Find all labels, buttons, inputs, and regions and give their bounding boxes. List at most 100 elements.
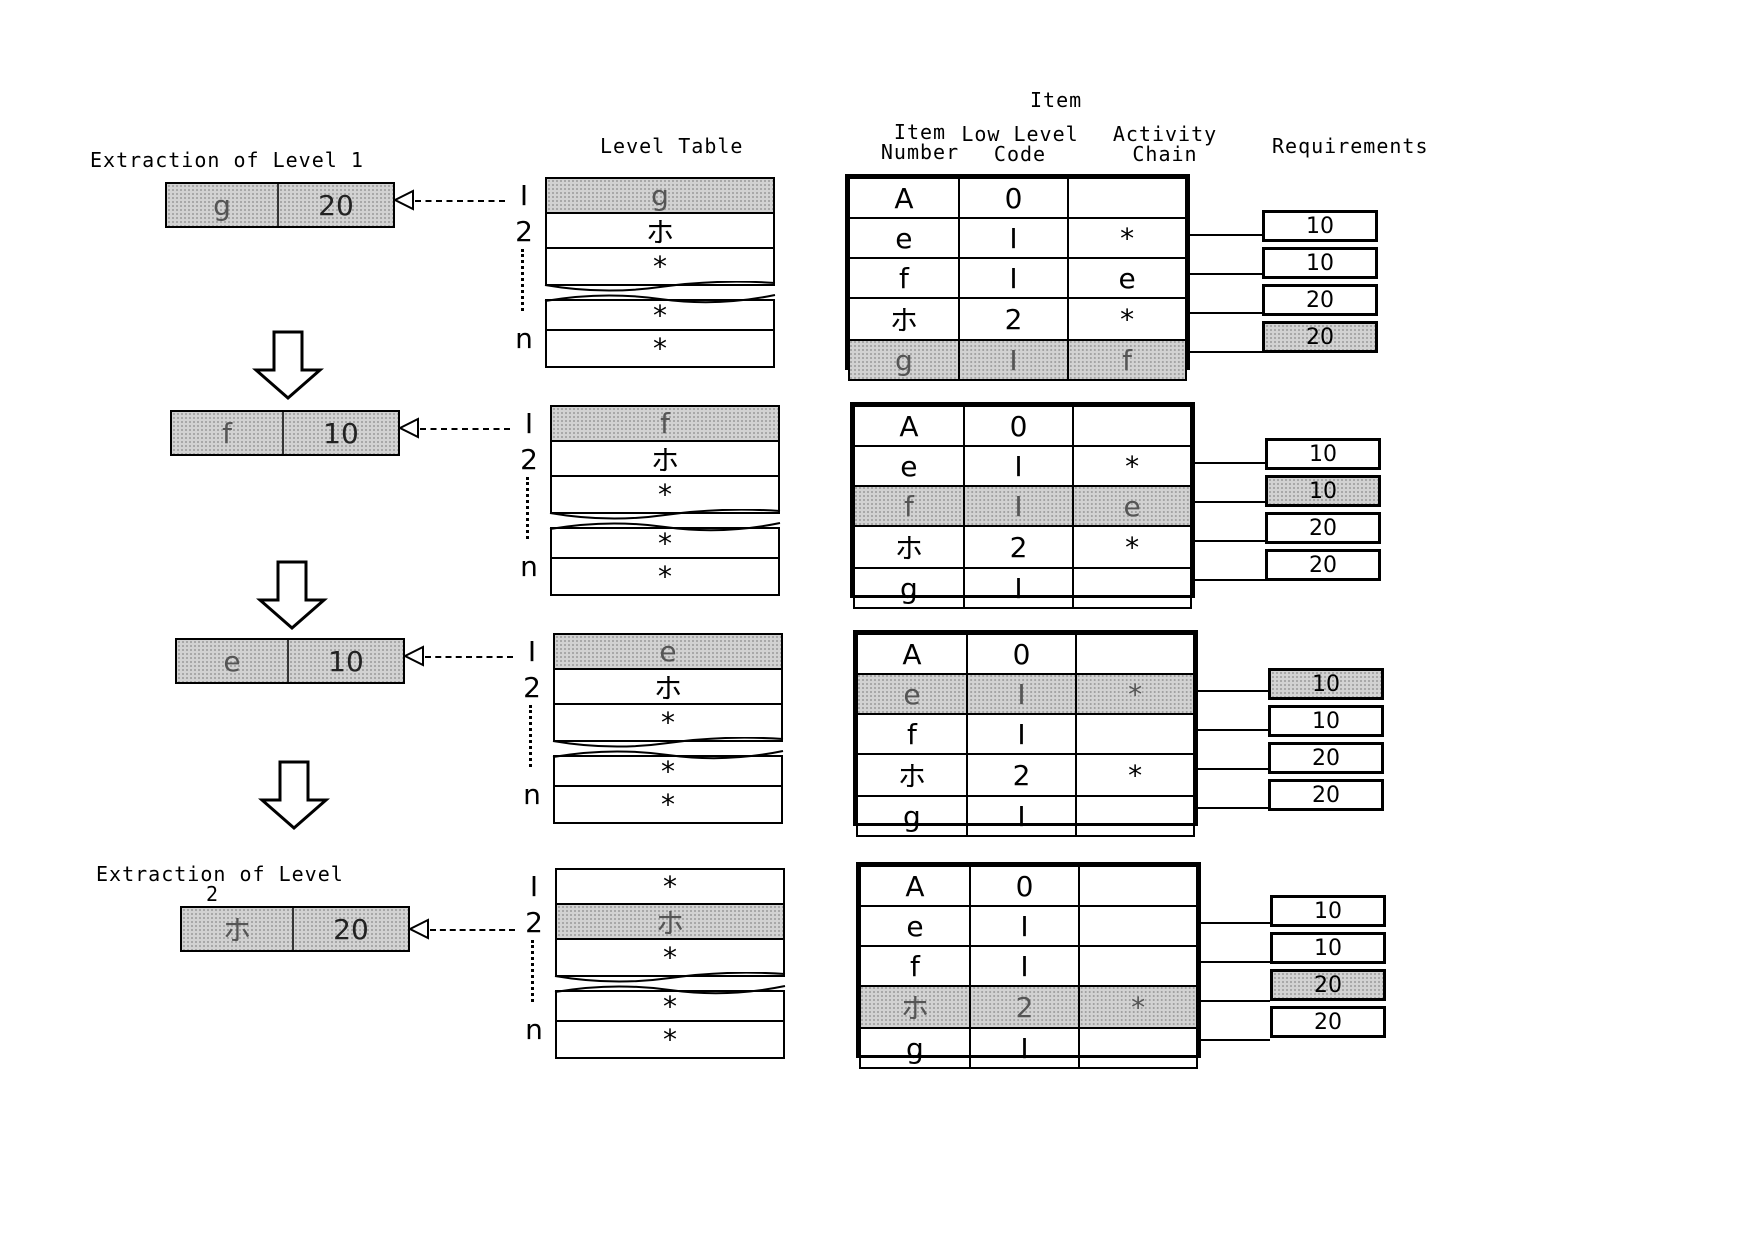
level-table-row: *: [552, 527, 778, 560]
activity-chain-header: Activity Chain: [1112, 122, 1218, 166]
requirement-box: 10: [1265, 438, 1381, 470]
level-table-row: *: [653, 250, 667, 283]
requirement-connector: [1195, 540, 1265, 542]
item-code-cell: I: [962, 445, 1075, 487]
item-chain-cell: [1075, 713, 1195, 755]
requirement-box: 10: [1270, 932, 1386, 964]
extraction-level1-label: Extraction of Level 1: [90, 148, 364, 172]
item-num-cell: f: [856, 713, 968, 755]
level-index-ellipsis: [531, 940, 538, 1002]
level-table-header: Level Table: [600, 134, 744, 158]
item-chain-cell: f: [1067, 339, 1187, 381]
requirement-connector: [1195, 501, 1265, 503]
level-index: 2: [523, 671, 541, 704]
item-chain-cell: [1072, 567, 1192, 609]
item-num-cell: A: [856, 633, 968, 675]
level-index: I: [524, 407, 534, 440]
level-index: n: [515, 322, 533, 355]
item-num-cell: f: [848, 257, 960, 299]
item-chain-cell: *: [1072, 525, 1192, 569]
extraction-level2-label: Extraction of Level: [96, 862, 344, 886]
requirement-connector: [1201, 922, 1270, 924]
level-table-row: *: [658, 560, 672, 593]
item-num-cell: ホ: [848, 297, 960, 341]
requirement-connector: [1190, 273, 1262, 275]
item-chain-cell: [1067, 177, 1187, 219]
level-table-row: *: [663, 1023, 677, 1056]
pointer-arrowhead-icon: [408, 918, 429, 940]
extraction-item: e: [177, 640, 289, 682]
item-code-cell: I: [962, 567, 1075, 609]
requirement-box: 20: [1262, 284, 1378, 316]
item-chain-cell: *: [1072, 445, 1192, 487]
item-chain-cell: *: [1067, 297, 1187, 341]
item-num-cell: e: [859, 905, 971, 947]
item-code-cell: I: [965, 713, 1078, 755]
requirement-connector: [1190, 351, 1262, 353]
requirement-box: 10: [1268, 705, 1384, 737]
low-level-code-header: Low Level Code: [961, 122, 1079, 166]
item-num-cell: g: [856, 795, 968, 837]
level-index-ellipsis: [529, 705, 536, 767]
item-chain-cell: e: [1072, 485, 1192, 527]
level-table-row: f: [552, 407, 778, 442]
item-code-cell: 2: [968, 985, 1081, 1029]
down-arrow-icon: [258, 760, 330, 830]
extraction-item: f: [172, 412, 284, 454]
requirement-box: 10: [1268, 668, 1384, 700]
level-index: 2: [515, 215, 533, 248]
level-table-row: ホ: [552, 442, 778, 477]
level-table-row: ホ: [547, 214, 773, 249]
requirement-box: 20: [1262, 321, 1378, 353]
requirement-connector: [1201, 961, 1270, 963]
pointer-dashed-line: [430, 929, 515, 931]
level-table-bottom: **: [550, 527, 780, 596]
level-table-row: *: [658, 478, 672, 511]
item-num-cell: A: [859, 865, 971, 907]
item-code-cell: 0: [965, 633, 1078, 675]
item-code-cell: I: [957, 339, 1070, 381]
requirement-connector: [1195, 579, 1265, 581]
level-table-row: *: [661, 788, 675, 821]
down-arrow-icon: [256, 560, 328, 630]
pointer-dashed-line: [425, 656, 513, 658]
item-num-cell: e: [848, 217, 960, 259]
item-num-cell: A: [848, 177, 960, 219]
level-table-bottom: **: [555, 990, 785, 1059]
item-chain-cell: *: [1078, 985, 1198, 1029]
requirement-box: 10: [1262, 210, 1378, 242]
level-index: I: [529, 870, 539, 903]
item-code-cell: I: [965, 795, 1078, 837]
item-code-cell: 2: [957, 297, 1070, 341]
requirement-connector: [1201, 1039, 1270, 1041]
level-table-top: *ホ*: [555, 868, 785, 977]
level-index: I: [527, 635, 537, 668]
level-table-row: *: [555, 755, 781, 788]
level-table-row: g: [547, 179, 773, 214]
level-table-row: *: [557, 870, 783, 905]
extraction-quantity: 20: [318, 188, 354, 222]
requirement-box: 10: [1270, 895, 1386, 927]
item-num-cell: ホ: [859, 985, 971, 1029]
down-arrow-icon: [252, 330, 324, 400]
level-table-row: *: [653, 332, 667, 365]
extraction-item: g: [167, 184, 279, 226]
level-table-row: *: [661, 706, 675, 739]
level-table-bottom: **: [553, 755, 783, 824]
item-group-header: Item: [1030, 88, 1083, 112]
